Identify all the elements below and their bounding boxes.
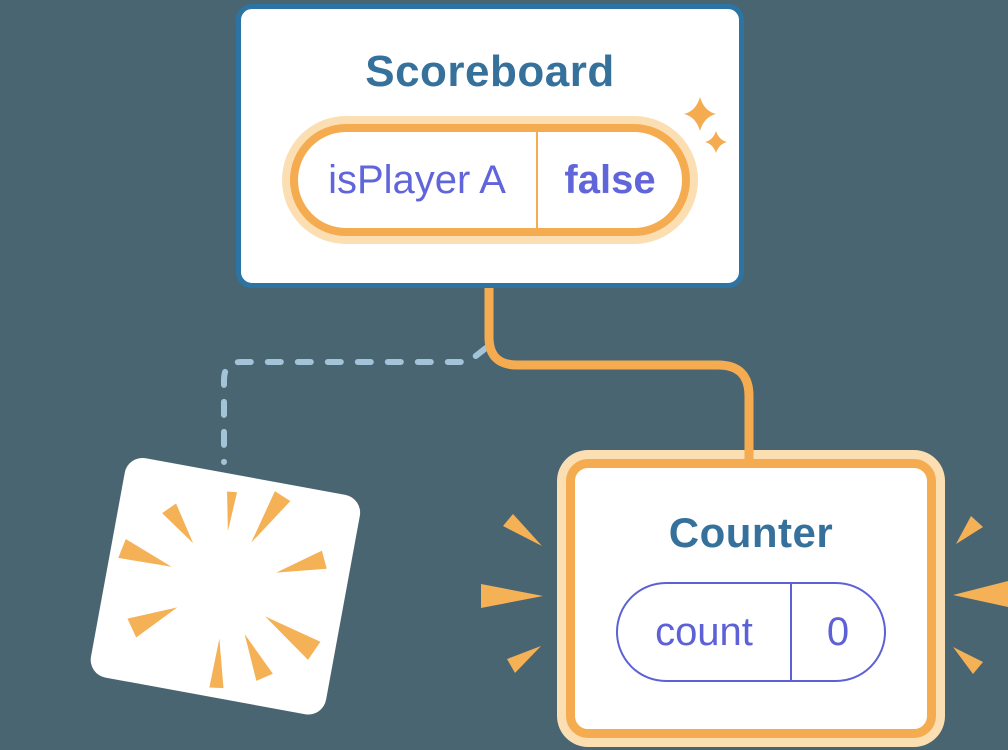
state-key: isPlayer A [328,157,506,202]
state-value: 0 [790,584,884,680]
emphasis-burst-icon [481,514,543,673]
destroyed-component-card [87,455,364,718]
state-pill-highlighted: isPlayer A false [290,124,690,236]
poof-burst-icon [118,491,327,689]
state-value: false [536,132,682,228]
connector-solid-line [484,288,754,462]
scoreboard-component-card: Scoreboard isPlayer A false [236,4,744,288]
component-title: Counter [668,509,834,556]
state-key: count [655,609,753,654]
counter-component-card: Counter count 0 [566,459,936,738]
component-title: Scoreboard [365,47,615,96]
emphasis-burst-icon [953,516,1008,674]
state-pill: count 0 [616,582,886,682]
connector-dashed-line [221,345,489,465]
